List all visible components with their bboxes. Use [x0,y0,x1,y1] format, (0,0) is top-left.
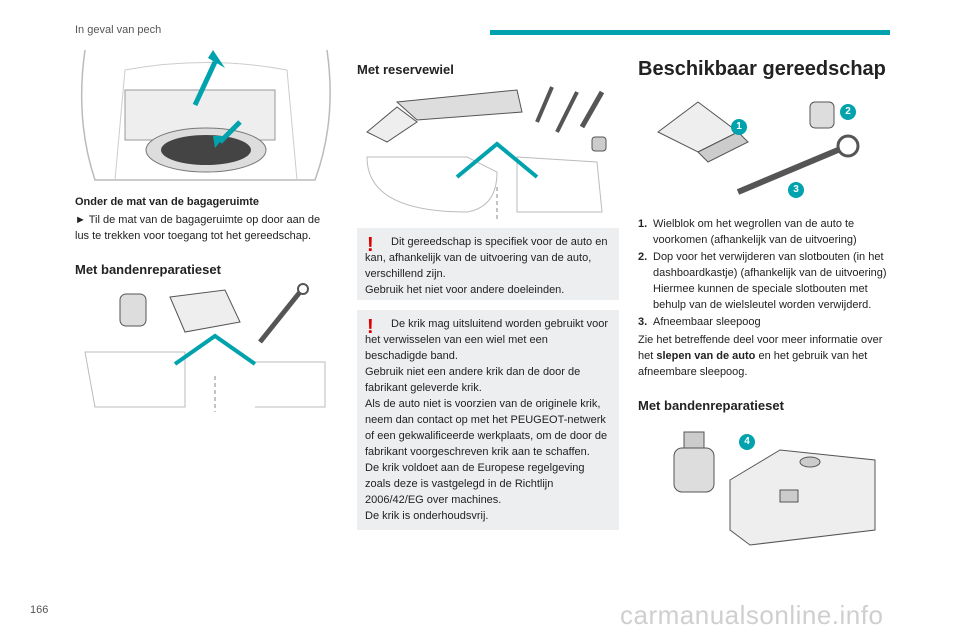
tools-list: 1. Wielblok om het wegrollen van de auto… [638,216,888,330]
badge-1: 1 [731,119,747,135]
trunk-illustration [75,49,337,190]
middle-heading-spare-wheel: Met reservewiel [357,62,454,77]
warning-icon: ! [367,316,374,338]
right-heading-repair-kit: Met bandenreparatieset [638,398,784,413]
warning2-line1: De krik mag uitsluitend worden gebruikt … [365,318,609,362]
trunk-caption-text: ► Til de mat van de bagageruimte op door… [75,214,321,242]
towing-reference-paragraph: Zie het betreffende deel voor meer infor… [638,334,883,378]
badge-3: 3 [788,182,804,198]
left-heading-repair-kit: Met bandenreparatieset [75,262,221,277]
badge-4: 4 [739,434,755,450]
list-item: 2. Dop voor het verwijderen van slotbout… [638,251,887,311]
section-title: In geval van pech [75,24,162,36]
warning1-line2: Gebruik het niet voor andere doeleinden. [365,284,565,296]
watermark-brand: carmanualsonline.info [620,600,884,630]
warning-box-tools: ! Dit gereedschap is specifiek voor de a… [357,228,619,300]
warning1-line1: Dit gereedschap is specifiek voor de aut… [365,236,608,280]
page-number: 166 [30,604,49,616]
tools-illustration [638,92,878,204]
repair-kit-box-illustration [660,420,880,550]
warning-box-jack: ! De krik mag uitsluitend worden gebruik… [357,310,619,530]
warning-icon: ! [367,234,374,256]
repair-kit-illustration [75,282,337,417]
warning2-line2: Gebruik niet een andere krik dan de door… [365,366,581,394]
warning2-line4: De krik voldoet aan de Europese regelgev… [365,462,585,506]
right-heading-tools: Beschikbaar gereedschap [638,58,886,80]
trunk-caption-title: Onder de mat van de bagageruimte [75,196,259,208]
list-item: 3. Afneembaar sleepoog [638,316,761,328]
spare-wheel-tools-illustration [357,82,619,222]
header-accent-bar [490,30,890,35]
warning2-line3: Als de auto niet is voorzien van de orig… [365,398,608,458]
list-item: 1. Wielblok om het wegrollen van de auto… [638,218,857,246]
badge-2: 2 [840,104,856,120]
warning2-line5: De krik is onderhoudsvrij. [365,510,489,522]
